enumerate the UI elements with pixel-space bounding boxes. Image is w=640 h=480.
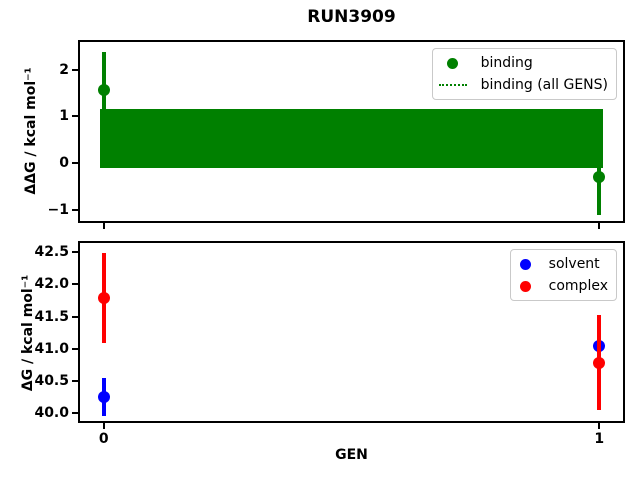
axes-frame	[78, 241, 625, 423]
y-tick-mark	[72, 283, 78, 286]
dot-glyph	[520, 258, 532, 270]
y-tick-label: −1	[47, 201, 69, 218]
data-point	[97, 291, 110, 304]
x-tick-mark	[102, 423, 105, 429]
y-tick-mark	[72, 379, 78, 382]
dotted-line-icon	[438, 84, 467, 86]
legend-label: binding (all GENS)	[480, 77, 608, 93]
y-tick-mark	[72, 68, 78, 71]
data-point	[593, 171, 606, 184]
x-axis-label-gen: GEN	[335, 447, 368, 463]
legend-label: solvent	[548, 256, 600, 272]
legend-item: binding (all GENS)	[438, 74, 608, 96]
y-tick-label: 0	[59, 155, 69, 172]
y-tick-mark	[72, 208, 78, 211]
y-tick-label: 2	[59, 61, 69, 78]
dot-glyph	[520, 280, 532, 292]
legend-label: binding	[480, 55, 533, 71]
legend-ddg: binding binding (all GENS)	[431, 48, 617, 100]
confidence-band	[99, 109, 604, 169]
legend-label: complex	[548, 278, 608, 294]
data-point	[593, 356, 606, 369]
x-tick-label: 0	[98, 431, 109, 447]
y-tick-label: 41.5	[34, 308, 69, 325]
x-tick-mark	[598, 423, 601, 429]
figure-title: RUN3909	[307, 7, 396, 27]
legend-item: solvent	[517, 253, 608, 275]
y-axis-label-ddg: ΔΔG / kcal mol⁻¹	[23, 67, 39, 195]
legend-item: binding	[439, 52, 608, 74]
y-tick-mark	[72, 162, 78, 165]
data-point	[97, 83, 110, 96]
y-tick-mark	[72, 412, 78, 414]
y-tick-mark	[72, 115, 78, 118]
data-point	[97, 390, 110, 403]
y-tick-label: 40.0	[34, 405, 69, 421]
dotted-line-glyph	[438, 84, 467, 86]
y-tick-mark	[72, 251, 78, 254]
x-tick-mark	[102, 223, 105, 229]
y-tick-label: 40.5	[34, 372, 69, 389]
dot-marker-icon	[439, 57, 467, 69]
x-tick-label: 1	[594, 431, 605, 447]
y-tick-mark	[72, 315, 78, 318]
legend-dg: solvent complex	[509, 249, 617, 301]
axes-frame	[78, 40, 625, 223]
dot-marker-icon	[517, 280, 535, 292]
y-tick-mark	[72, 347, 78, 350]
y-tick-label: 41.0	[34, 340, 69, 357]
y-axis-label-dg: ΔG / kcal mol⁻¹	[20, 274, 36, 392]
y-tick-label: 42.5	[34, 244, 69, 261]
dot-glyph	[447, 57, 459, 69]
x-tick-mark	[598, 223, 601, 229]
dot-marker-icon	[517, 258, 535, 270]
y-tick-label: 1	[59, 108, 69, 125]
legend-item: complex	[517, 275, 608, 297]
y-tick-label: 42.0	[34, 276, 69, 293]
